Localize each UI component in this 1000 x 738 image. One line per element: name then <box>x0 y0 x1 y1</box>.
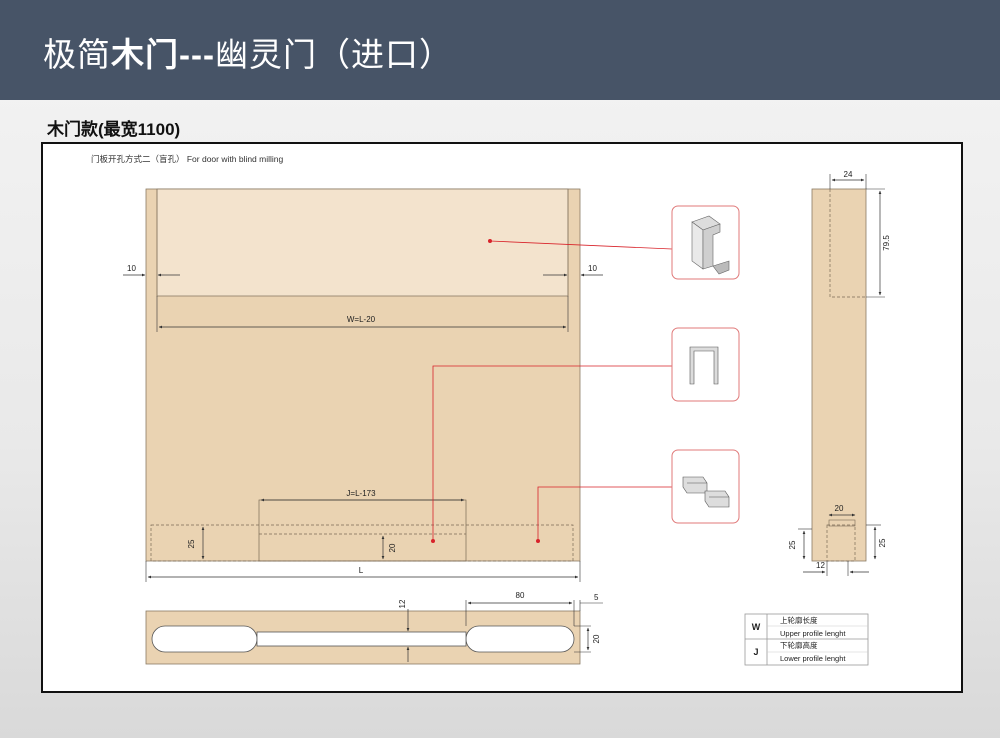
legend-en-w: Upper profile lenght <box>780 629 846 638</box>
legend-key-j: J <box>753 647 758 657</box>
dim-side-79-5: 79.5 <box>882 235 891 251</box>
legend-table: W 上轮廓长度 Upper profile lenght J 下轮廓高度 Low… <box>744 613 869 666</box>
leader-upper <box>489 240 673 250</box>
dim-bottom-5: 5 <box>594 593 599 602</box>
side-view: 24 79.5 20 25 25 12 <box>788 170 891 576</box>
dim-bottom-12: 12 <box>398 599 407 608</box>
dim-side-25-right: 25 <box>878 538 887 547</box>
dim-w: W=L-20 <box>347 315 376 324</box>
lower-groove-outline <box>150 524 574 562</box>
callout-middle-profile <box>671 327 740 402</box>
bottom-view: 12 80 5 20 <box>145 591 603 665</box>
front-view: 10 10 W=L-20 J=L-173 25 20 <box>123 188 673 582</box>
slot-left <box>151 625 258 653</box>
dim-l: L <box>359 566 364 575</box>
channel <box>256 631 467 647</box>
dim-left-10: 10 <box>127 264 136 273</box>
dim-20: 20 <box>388 543 397 552</box>
callout-lower-profile <box>671 449 740 524</box>
upper-profile-groove <box>156 188 569 297</box>
dim-j: J=L-173 <box>346 489 376 498</box>
door-side-edge <box>811 188 867 562</box>
legend-zh-w: 上轮廓长度 <box>780 615 818 625</box>
middle-profile-icon <box>689 346 719 385</box>
callout-upper-profile <box>671 205 740 280</box>
legend-en-j: Lower profile lenght <box>780 654 846 663</box>
dim-bottom-20: 20 <box>592 634 601 643</box>
slot-right <box>465 625 575 653</box>
legend-key-w: W <box>752 622 761 632</box>
dim-side-25-left: 25 <box>788 540 797 549</box>
dim-bottom-80: 80 <box>516 591 525 600</box>
dim-side-12: 12 <box>816 561 825 570</box>
leader-lower <box>537 486 672 541</box>
dim-side-24: 24 <box>844 170 853 179</box>
header-bar: 极简木门---幽灵门（进口） <box>0 0 1000 100</box>
drawing-caption: 门板开孔方式二（盲孔） For door with blind milling <box>91 154 284 164</box>
drawing-frame: 门板开孔方式二（盲孔） For door with blind milling … <box>41 142 963 693</box>
section-subtitle: 木门款(最宽1100) <box>47 120 181 139</box>
legend-zh-j: 下轮廓高度 <box>780 640 818 650</box>
leader-middle <box>432 365 672 541</box>
dim-side-20: 20 <box>835 504 844 513</box>
technical-drawing: 门板开孔方式二（盲孔） For door with blind milling … <box>91 154 891 666</box>
page-title: 极简木门---幽灵门（进口） <box>43 36 453 73</box>
dim-25: 25 <box>187 539 196 548</box>
lower-profile-icon <box>682 476 730 508</box>
dim-right-10: 10 <box>588 264 597 273</box>
